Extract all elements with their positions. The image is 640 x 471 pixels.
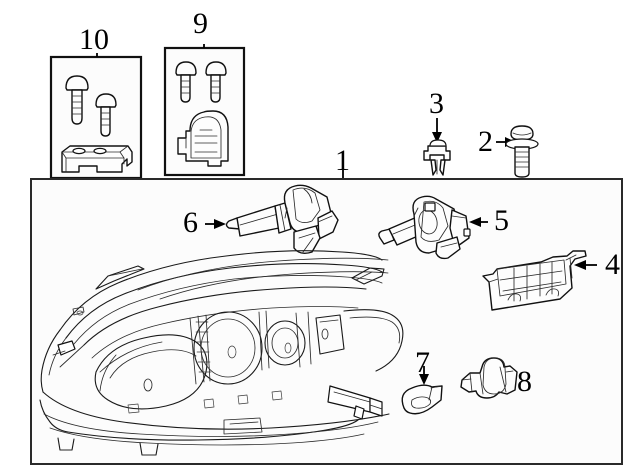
ballast-module-icon: [177, 110, 229, 167]
headlamp-bulb: [205, 184, 339, 255]
callout-3: 3: [429, 87, 444, 120]
callout-1: 1: [335, 144, 350, 177]
flange-bolt: [496, 125, 539, 178]
screw-left-icon: [175, 61, 197, 103]
headlamp-bracket: [482, 250, 597, 311]
headlamp-assembly: [39, 250, 404, 456]
callout-2: 2: [478, 125, 493, 158]
inset-box-9: [163, 44, 246, 177]
screw-right-icon: [205, 61, 227, 103]
callout-8: 8: [517, 365, 532, 398]
callout-6: 6: [183, 206, 198, 239]
callout-9: 9: [193, 7, 208, 40]
callout-10: 10: [79, 23, 109, 56]
callout-4: 4: [605, 248, 620, 281]
screw-large-icon: [65, 75, 89, 125]
socket-connector: [460, 357, 518, 399]
bulb-socket: [378, 195, 488, 260]
push-rivet-clip: [423, 118, 451, 176]
bracket-plate-icon: [61, 145, 133, 173]
callout-7: 7: [415, 346, 430, 379]
callout-5: 5: [494, 204, 509, 237]
inset-box-10: [49, 53, 143, 180]
screw-small-icon: [95, 93, 117, 137]
bulb-retainer-cap: [401, 366, 443, 415]
